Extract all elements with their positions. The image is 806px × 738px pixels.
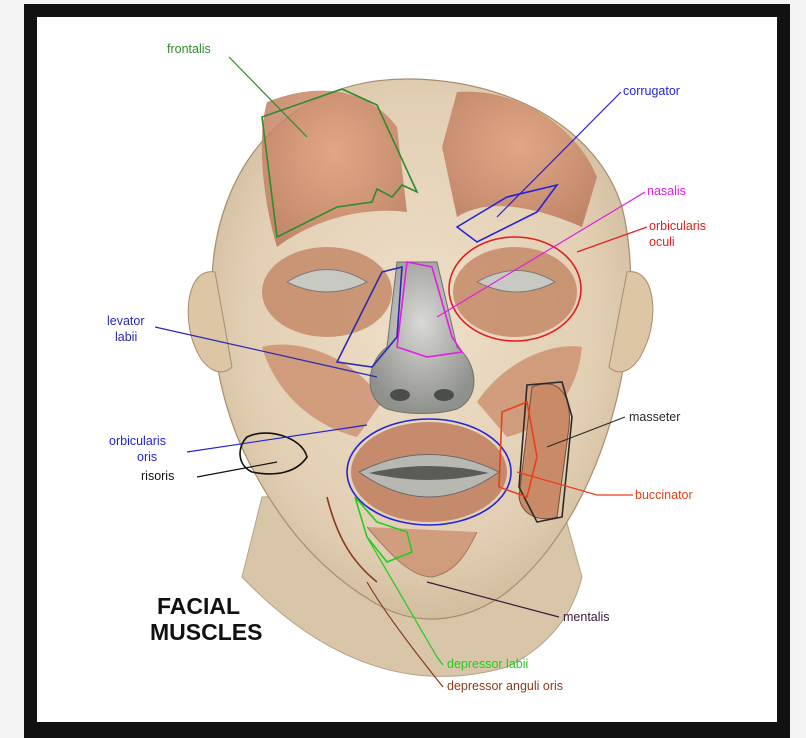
diagram-title: FACIAL MUSCLES [150, 593, 262, 645]
label-buccinator: buccinator [635, 488, 693, 502]
label-depressor-labii: depressor labii [447, 657, 528, 671]
label-orbicularis-oculi-line1: orbicularis [649, 219, 706, 233]
label-corrugator: corrugator [623, 84, 680, 98]
diagram-canvas: frontalis corrugator nasalis orbicularis… [37, 17, 777, 722]
facial-muscles-diagram: frontalis corrugator nasalis orbicularis… [37, 17, 777, 722]
label-depressor-anguli-oris: depressor anguli oris [447, 679, 563, 693]
label-nasalis: nasalis [647, 184, 686, 198]
label-levator-labii-line2: labii [115, 330, 137, 344]
label-orbicularis-oris-line2: oris [137, 450, 157, 464]
label-orbicularis-oris-line1: orbicularis [109, 434, 166, 448]
label-orbicularis-oculi-line2: oculi [649, 235, 675, 249]
label-risoris: risoris [141, 469, 174, 483]
label-levator-labii-line1: levator [107, 314, 145, 328]
label-frontalis: frontalis [167, 42, 211, 56]
label-mentalis: mentalis [563, 610, 610, 624]
label-masseter: masseter [629, 410, 680, 424]
title-line2: MUSCLES [150, 619, 262, 645]
head-illustration [188, 79, 653, 676]
picture-frame: frontalis corrugator nasalis orbicularis… [24, 4, 790, 738]
title-line1: FACIAL [157, 593, 240, 619]
